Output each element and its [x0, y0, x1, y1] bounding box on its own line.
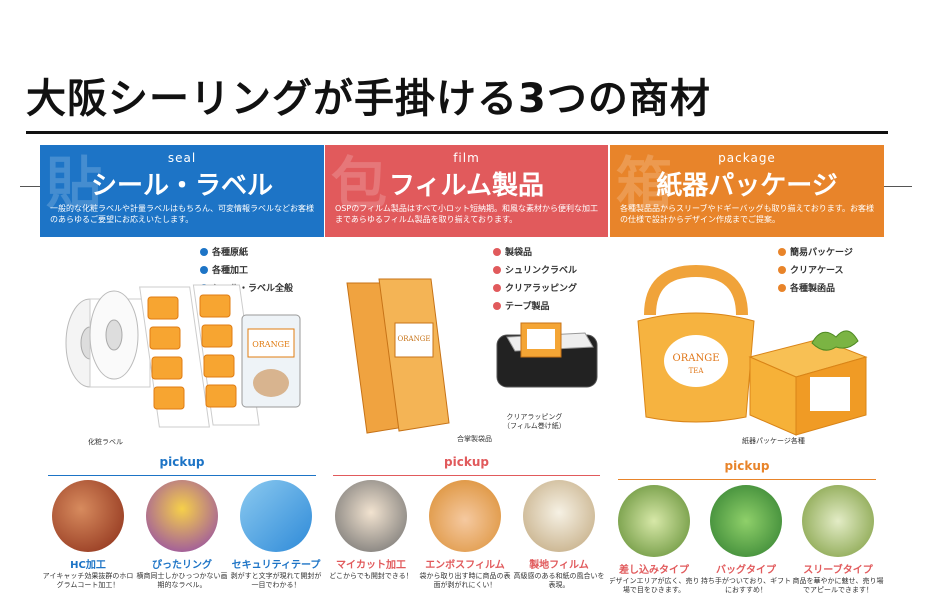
- pittaring-image: [146, 480, 218, 552]
- seal-description: 一般的な化粧ラベルや計量ラベルはもちろん、可変情報ラベルなどお客様のあらゆるご要…: [50, 204, 314, 224]
- feature-item: シュリンクラベル: [493, 263, 577, 276]
- package-feature-list: 簡易パッケージ クリアケース 各種製函品: [778, 245, 853, 299]
- box-sub-text: TEA: [689, 367, 705, 375]
- pick-washi: 製地フィルム 高級感のある和紙の風合いを表現。: [513, 480, 605, 590]
- insert-type-image: [618, 485, 690, 557]
- feature-item: テープ製品: [493, 299, 577, 312]
- pick-title: バッグタイプ: [716, 565, 776, 576]
- label-rolls-illustration: ORANGE: [65, 284, 301, 428]
- tea-bag-product: ORANGE: [346, 278, 450, 434]
- pick-title: セキュリティテープ: [231, 560, 321, 571]
- pick-title: ぴったリング: [152, 560, 212, 571]
- seal-caption: 化粧ラベル: [88, 438, 123, 446]
- seal-header: 貼 seal シール・ラベル 一般的な化粧ラベルや計量ラベルはもちろん、可変情報…: [40, 145, 324, 237]
- feature-item: クリアラッピング: [493, 281, 577, 294]
- film-watermark: 包: [331, 152, 387, 217]
- pick-sleeve-type: スリーブタイプ 商品を華やかに魅せ、売り場でアピールできます！: [792, 485, 884, 595]
- pick-description: 横商同士しかひっつかない画期的なラベル。: [136, 572, 228, 589]
- washi-image: [523, 480, 595, 552]
- divider-left: [20, 186, 40, 187]
- security-tape-image: [240, 480, 312, 552]
- bag-type-image: [710, 485, 782, 557]
- package-description: 各種製品品からスリーブやドギーバッグも取り揃えております。お客様の仕様で設計から…: [620, 204, 874, 224]
- pick-description: 商品を華やかに魅せ、売り場でアピールできます！: [792, 577, 884, 594]
- package-pickup-title: pickup: [724, 459, 770, 473]
- package-header: 箱 package 紙器パッケージ 各種製品品からスリーブやドギーバッグも取り揃…: [610, 145, 884, 237]
- film-pickup-divider: [333, 475, 600, 476]
- pick-title: HC加工: [70, 560, 106, 571]
- label-roll: [65, 290, 151, 388]
- pick-title: スリーブタイプ: [803, 565, 873, 576]
- film-heading: フィルム製品: [389, 171, 544, 201]
- hc-hologram-image: [52, 480, 124, 552]
- bag-type-box: ORANGE TEA: [637, 265, 755, 423]
- film-products-illustration: ORANGE: [346, 278, 598, 434]
- seal-watermark: 貼: [46, 152, 102, 217]
- mycut-image: [335, 480, 407, 552]
- pick-description: 高級感のある和紙の風合いを表現。: [513, 572, 605, 589]
- pick-title: 製地フィルム: [529, 560, 589, 571]
- pick-description: デザインエリアが広く、売り場で目をひきます。: [610, 577, 700, 594]
- package-panel: 箱 package 紙器パッケージ 各種製品品からスリーブやドギーバッグも取り揃…: [610, 145, 884, 600]
- seal-heading: シール・ラベル: [90, 171, 273, 201]
- clear-wrapping-product: [496, 322, 598, 388]
- seal-label-panel: 貼 seal シール・ラベル 一般的な化粧ラベルや計量ラベルはもちろん、可変情報…: [40, 145, 324, 600]
- feature-item: 各種原紙: [200, 245, 293, 258]
- package-caption: 紙器パッケージ各種: [742, 437, 805, 445]
- feature-item: クリアケース: [778, 263, 853, 276]
- pick-description: 持ち手がついており、ギフトにおすすめ！: [700, 577, 792, 594]
- pick-mycut: マイカット加工 どこからでも開封できる！: [325, 480, 417, 581]
- emboss-image: [429, 480, 501, 552]
- pick-description: 剥がすと文字が現れて開封が一目でわかる！: [230, 572, 322, 589]
- package-heading: 紙器パッケージ: [656, 171, 838, 201]
- film-feature-list: 製袋品 シュリンクラベル クリアラッピング テープ製品: [493, 245, 577, 317]
- pick-description: アイキャッチ効果抜群のホログラムコート加工！: [42, 572, 134, 589]
- feature-item: 各種製函品: [778, 281, 853, 294]
- sleeve-type-image: [802, 485, 874, 557]
- pick-pittaring: ぴったリング 横商同士しかひっつかない画期的なラベル。: [136, 480, 228, 590]
- package-subtitle: package: [718, 151, 776, 165]
- pick-description: 袋から取り出す時に商品の表面が剥がれにくい！: [419, 572, 511, 589]
- pick-description: どこからでも開封できる！: [329, 572, 413, 580]
- pick-title: 差し込みタイプ: [619, 565, 689, 576]
- pack-brand-text: ORANGE: [252, 340, 290, 349]
- film-subtitle: film: [453, 151, 480, 165]
- packages-illustration: ORANGE TEA: [637, 265, 868, 436]
- seal-pickup-divider: [48, 475, 316, 476]
- feature-item: 製袋品: [493, 245, 577, 258]
- pick-insert-type: 差し込みタイプ デザインエリアが広く、売り場で目をひきます。: [610, 485, 700, 595]
- package-watermark: 箱: [616, 152, 672, 217]
- film-caption-bag: 合掌製袋品: [457, 435, 492, 443]
- page-title: 大阪シーリングが手掛ける3つの商材: [26, 76, 711, 122]
- pick-bag-type: バッグタイプ 持ち手がついており、ギフトにおすすめ！: [700, 485, 792, 595]
- bag-brand-text: ORANGE: [398, 335, 431, 343]
- pick-emboss: エンボスフィルム 袋から取り出す時に商品の表面が剥がれにくい！: [419, 480, 511, 590]
- film-caption-wrap: クリアラッピング （フィルム巻け紙）: [503, 413, 566, 430]
- label-strip: [139, 284, 260, 428]
- divider-right: [884, 186, 912, 187]
- film-description: OSPのフィルム製品はすべて小ロット短納期。和風な素材から便利な加工まであらゆる…: [335, 204, 598, 224]
- tea-bag-pack: ORANGE: [241, 314, 301, 408]
- feature-item: 各種加工: [200, 263, 293, 276]
- feature-item: 簡易パッケージ: [778, 245, 853, 258]
- film-header: 包 film フィルム製品 OSPのフィルム製品はすべて小ロット短納期。和風な素…: [325, 145, 608, 237]
- seal-pickup-title: pickup: [159, 455, 205, 469]
- pick-hc: HC加工 アイキャッチ効果抜群のホログラムコート加工！: [42, 480, 134, 590]
- package-pickup-divider: [618, 479, 876, 480]
- film-panel: 包 film フィルム製品 OSPのフィルム製品はすべて小ロット短納期。和風な素…: [325, 145, 608, 600]
- box-brand-text: ORANGE: [673, 353, 720, 364]
- cube-box: [748, 330, 868, 436]
- pick-title: エンボスフィルム: [425, 560, 505, 571]
- title-underline: [26, 131, 888, 134]
- pick-title: マイカット加工: [336, 560, 406, 571]
- film-pickup-title: pickup: [444, 455, 489, 469]
- pick-security-tape: セキュリティテープ 剥がすと文字が現れて開封が一目でわかる！: [230, 480, 322, 590]
- seal-subtitle: seal: [167, 151, 197, 165]
